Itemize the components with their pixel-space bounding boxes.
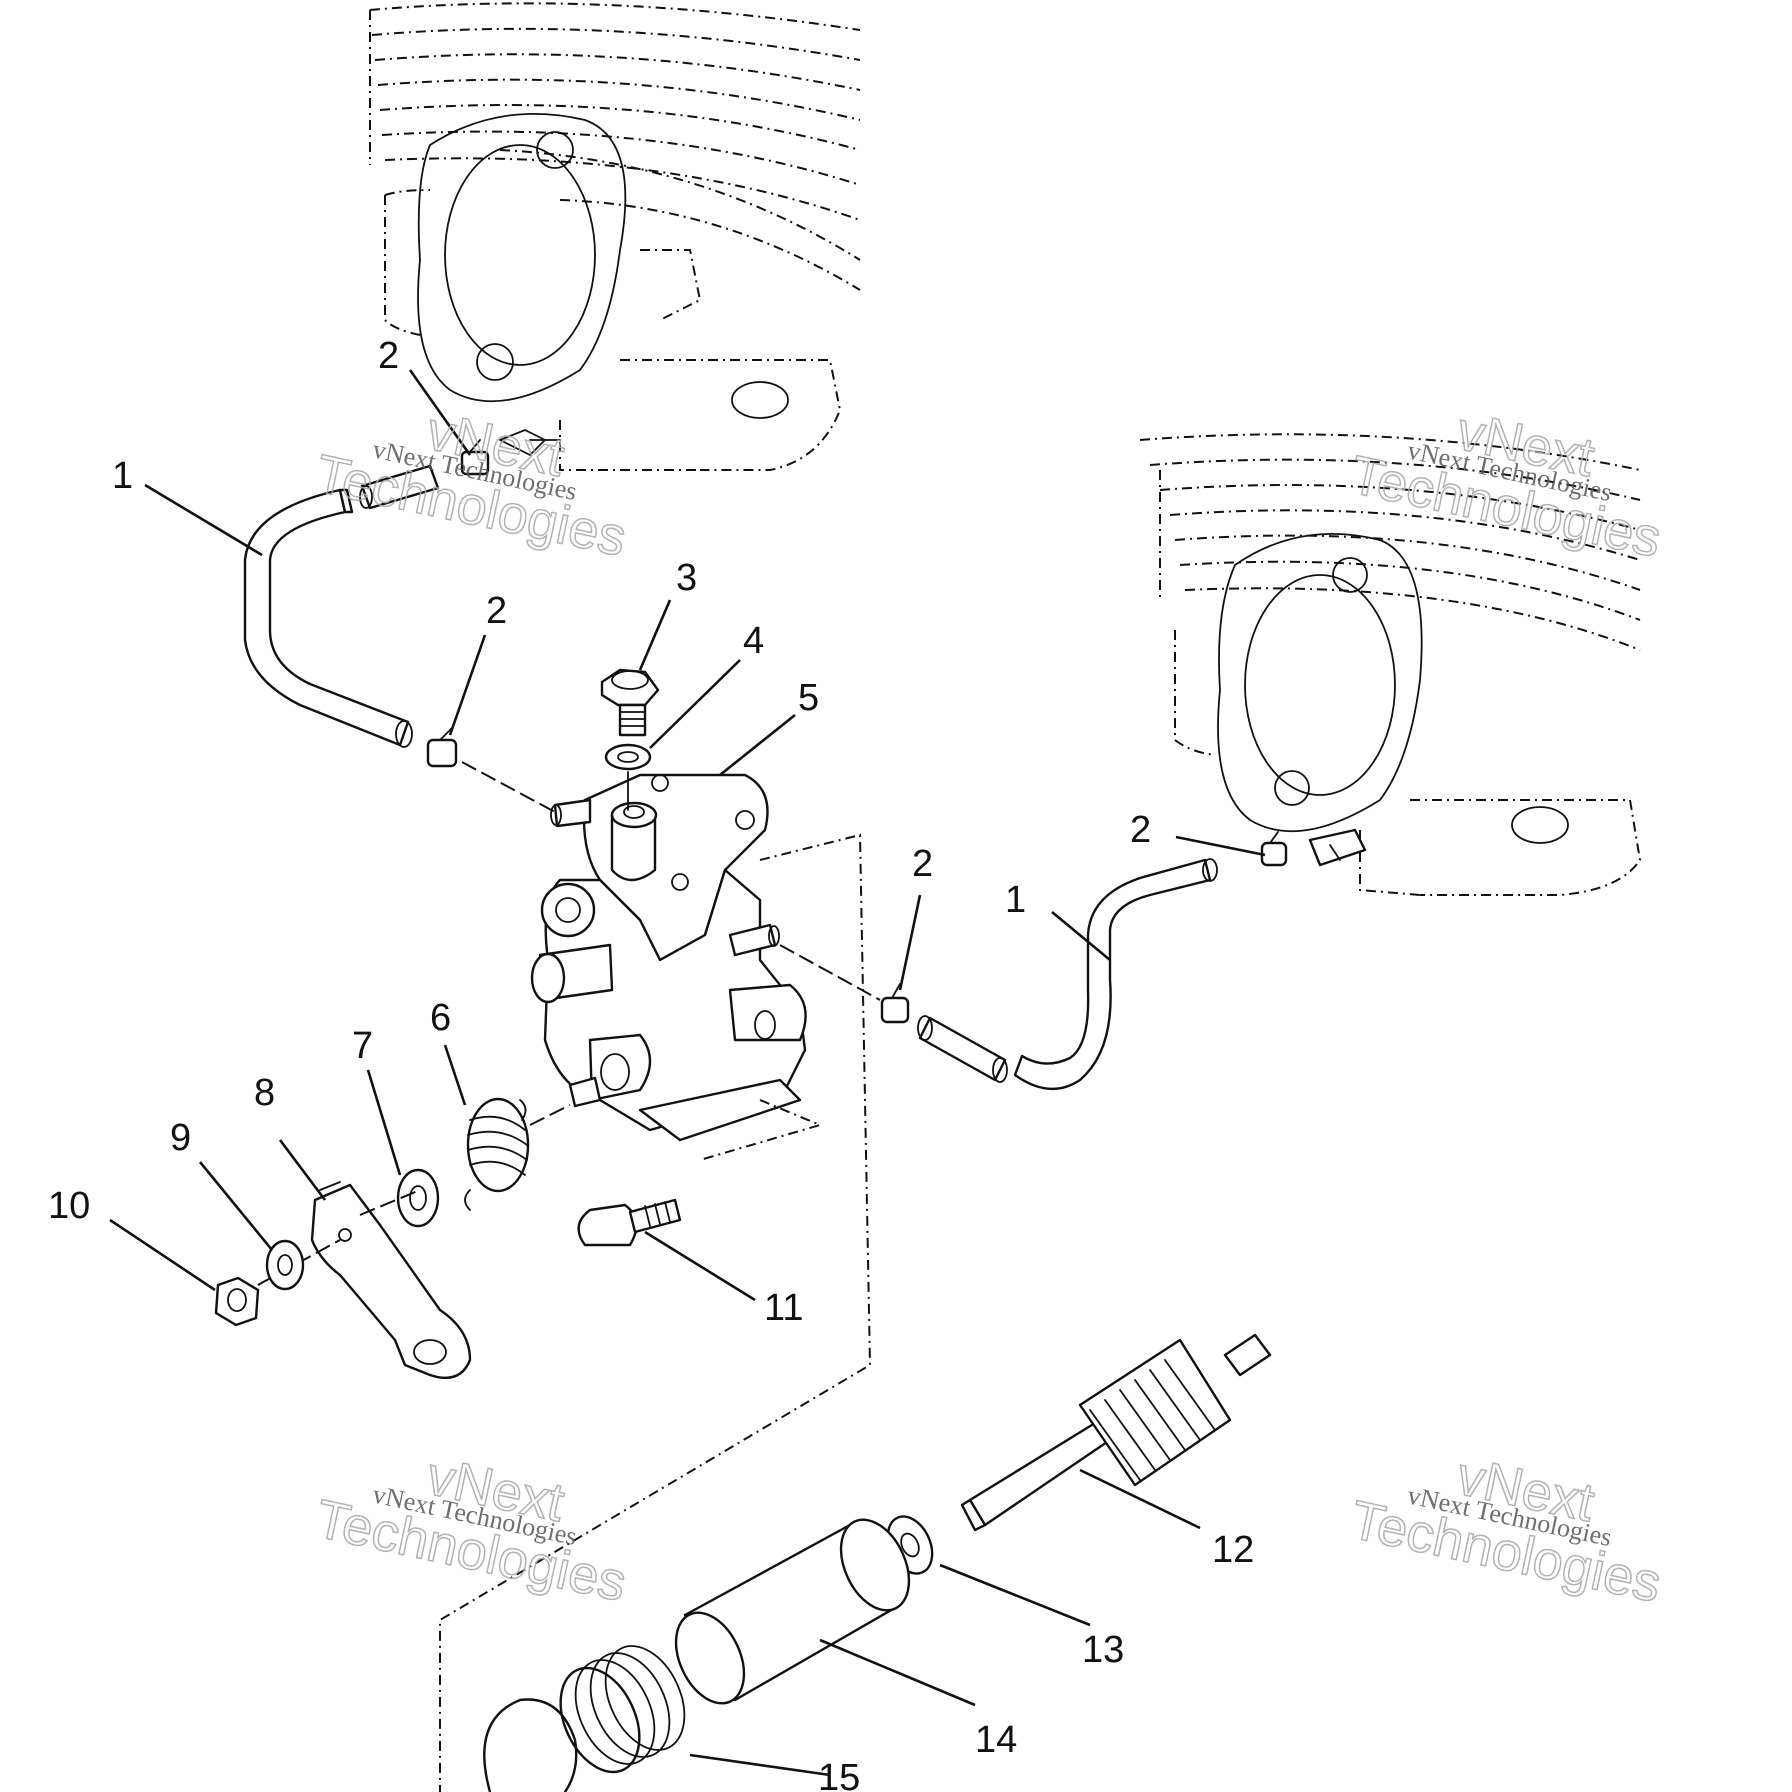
callout-12: 12: [1212, 1529, 1254, 1571]
callout-6: 6: [430, 997, 451, 1039]
callout-labels: 1 2 2 3 4 5 2 1 2 6 7 8 9 10 11 12 13 14…: [48, 335, 1254, 1792]
circlip: [483, 1698, 578, 1792]
callout-13: 13: [1082, 1629, 1124, 1671]
callout-5: 5: [798, 677, 819, 719]
washer-7: [396, 1168, 440, 1228]
callout-8: 8: [254, 1072, 275, 1114]
callout-10: 10: [48, 1185, 90, 1227]
spring-axis-line: [529, 1104, 571, 1126]
drive-gear-shaft: [960, 1333, 1272, 1532]
drive-sleeve: [674, 1518, 911, 1705]
right-hose-routing-line: [779, 944, 881, 1001]
pump-control-lever: [310, 1181, 472, 1380]
left-cylinder: [369, 2, 861, 471]
callout-15: 15: [818, 1757, 860, 1792]
pump-drive-routing-line: [439, 833, 872, 1792]
pump-bracket-line: [699, 1099, 823, 1161]
callout-9: 9: [170, 1117, 191, 1159]
callout-11: 11: [764, 1287, 803, 1329]
left-lower-clamp: [426, 727, 458, 768]
return-spring: [464, 1097, 530, 1211]
right-oil-hose: [917, 858, 1218, 1091]
lock-nut-10: [214, 1276, 260, 1327]
watermark-bottom-right: vNext Technologies vNext Technologies: [1345, 1445, 1667, 1615]
watermark-top-left: vNext Technologies vNext Technologies: [310, 400, 632, 569]
gear-spring: [559, 1645, 686, 1774]
right-upper-clamp: [1260, 831, 1288, 867]
callout-2-left-clamp: 2: [486, 590, 507, 632]
mounting-bolt: [577, 1198, 682, 1247]
callout-14: 14: [975, 1719, 1017, 1761]
callout-7: 7: [352, 1025, 373, 1067]
callout-2-right-clamp: 2: [912, 843, 933, 885]
watermark-bottom-left: vNext Technologies vNext Technologies: [310, 1445, 632, 1614]
lock-washer-9: [265, 1239, 305, 1291]
oil-pump-body: [530, 773, 807, 1142]
right-lower-clamp: [880, 983, 910, 1024]
sealing-washer: [604, 743, 652, 771]
callout-1-left: 1: [112, 455, 133, 497]
callout-2-top: 2: [378, 335, 399, 377]
callout-4: 4: [743, 620, 764, 662]
left-hose-routing-line: [461, 761, 556, 813]
callout-leaders: [109, 369, 1266, 1777]
left-oil-hose: [243, 464, 440, 748]
left-top-clamp: [460, 439, 490, 476]
callout-3: 3: [676, 557, 697, 599]
callout-2-right-top: 2: [1130, 809, 1151, 851]
callout-1-right: 1: [1005, 879, 1026, 921]
banjo-bolt: [600, 668, 660, 737]
right-cylinder: [1139, 433, 1642, 896]
